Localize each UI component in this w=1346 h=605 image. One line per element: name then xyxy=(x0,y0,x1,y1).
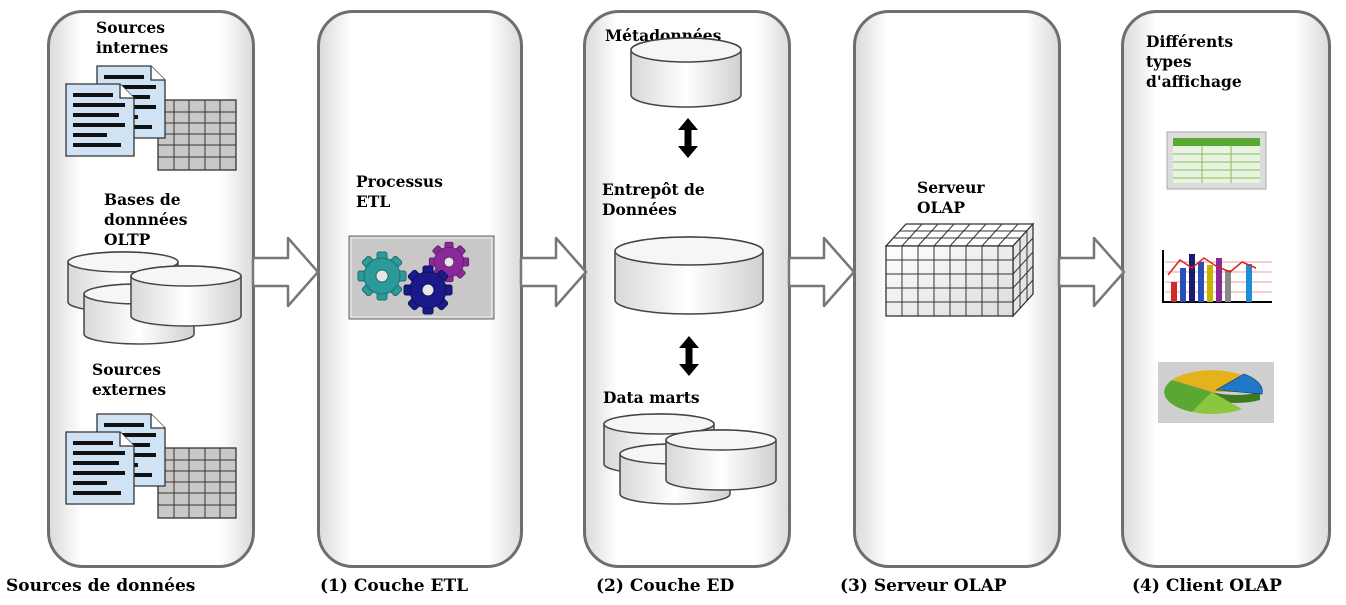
database-icon xyxy=(130,265,242,327)
label-olap-server: Serveur OLAP xyxy=(917,178,985,217)
spreadsheet-icon xyxy=(157,99,237,171)
gears-icon xyxy=(348,235,495,320)
spreadsheet-icon xyxy=(157,447,237,519)
label-etl-process: Processus ETL xyxy=(356,172,443,211)
footer-olap-server: (3) Serveur OLAP xyxy=(840,576,1007,596)
flow-arrow-icon xyxy=(519,236,588,308)
double-arrow-icon xyxy=(679,336,699,376)
label-oltp-databases: Bases de donnnées OLTP xyxy=(104,190,188,249)
double-arrow-icon xyxy=(678,118,698,158)
data-marts-group xyxy=(603,413,777,505)
label-external-sources: Sources externes xyxy=(92,360,167,399)
oltp-databases-group xyxy=(67,251,242,345)
olap-cube-icon xyxy=(884,222,1035,318)
flow-arrow-icon xyxy=(1057,236,1126,308)
document-icon xyxy=(65,83,135,157)
footer-ed: (2) Couche ED xyxy=(596,576,735,596)
database-icon xyxy=(614,236,764,315)
bar-chart-icon xyxy=(1162,250,1272,303)
label-data-marts: Data marts xyxy=(603,388,700,407)
flow-arrow-icon xyxy=(251,236,320,308)
footer-sources: Sources de données xyxy=(6,576,196,596)
database-icon xyxy=(665,429,777,491)
internal-sources-group xyxy=(65,65,237,171)
label-data-warehouse: Entrepôt de Données xyxy=(602,180,705,219)
table-display-icon xyxy=(1166,131,1267,190)
label-internal-sources: Sources internes xyxy=(96,18,169,57)
database-icon xyxy=(630,37,742,108)
label-display-types: Différents types d'affichage xyxy=(1146,32,1242,91)
document-icon xyxy=(65,431,135,505)
external-sources-group xyxy=(65,413,237,519)
footer-olap-client: (4) Client OLAP xyxy=(1132,576,1282,596)
footer-etl: (1) Couche ETL xyxy=(320,576,469,596)
flow-arrow-icon xyxy=(787,236,856,308)
pie-chart-icon xyxy=(1158,362,1274,423)
